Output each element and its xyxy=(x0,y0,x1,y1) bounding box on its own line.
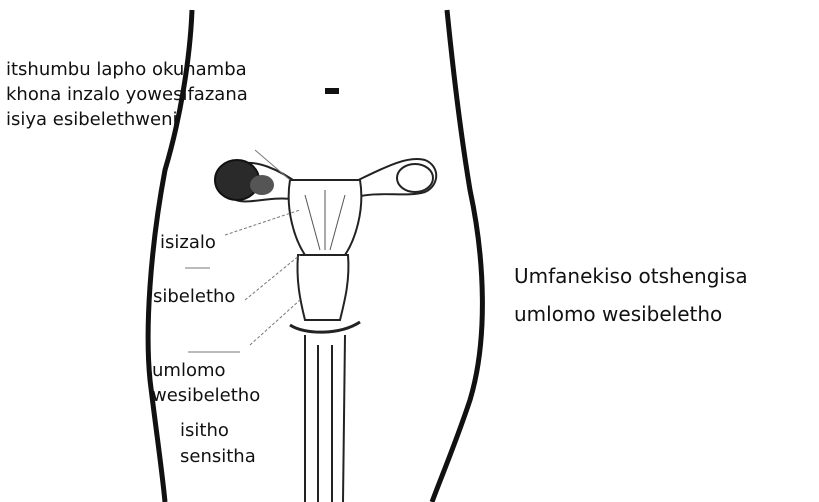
caption-line-1: Umfanekiso otshengisa xyxy=(514,261,748,291)
right-fimbria xyxy=(397,164,433,192)
navel-mark xyxy=(325,88,339,94)
cervix-rim xyxy=(290,322,360,332)
label-fallopian-line-1: itshumbu lapho okuhamba xyxy=(6,59,248,81)
vagina xyxy=(305,335,345,502)
caption-line-2: umlomo wesibeletho xyxy=(514,299,748,329)
label-cervix-line-1: umlomo xyxy=(152,360,260,382)
cervix xyxy=(297,255,348,320)
label-fallopian-line-3: isiya esibelethweni xyxy=(6,109,248,131)
caption: Umfanekiso otshengisa umlomo wesibeletho xyxy=(514,261,748,329)
label-vagina-line-2: sensitha xyxy=(180,446,256,468)
label-ovary: isizalo xyxy=(160,232,216,254)
label-vagina-line-1: isitho xyxy=(180,420,256,442)
label-uterus: isibeletho xyxy=(148,286,235,308)
leader-cervix-2 xyxy=(250,300,300,345)
label-cervix-line-2: wesibeletho xyxy=(152,385,260,407)
label-fallopian-tube: itshumbu lapho okuhamba khona inzalo yow… xyxy=(6,59,248,131)
label-vagina: isitho sensitha xyxy=(180,420,256,468)
label-cervix: umlomo wesibeletho xyxy=(152,360,260,407)
label-fallopian-line-2: khona inzalo yowesifazana xyxy=(6,84,248,106)
left-ovary-shade xyxy=(250,175,274,195)
body-outline-right xyxy=(432,10,482,502)
leader-ovary xyxy=(225,210,300,235)
leader-uterus-2 xyxy=(245,255,300,300)
